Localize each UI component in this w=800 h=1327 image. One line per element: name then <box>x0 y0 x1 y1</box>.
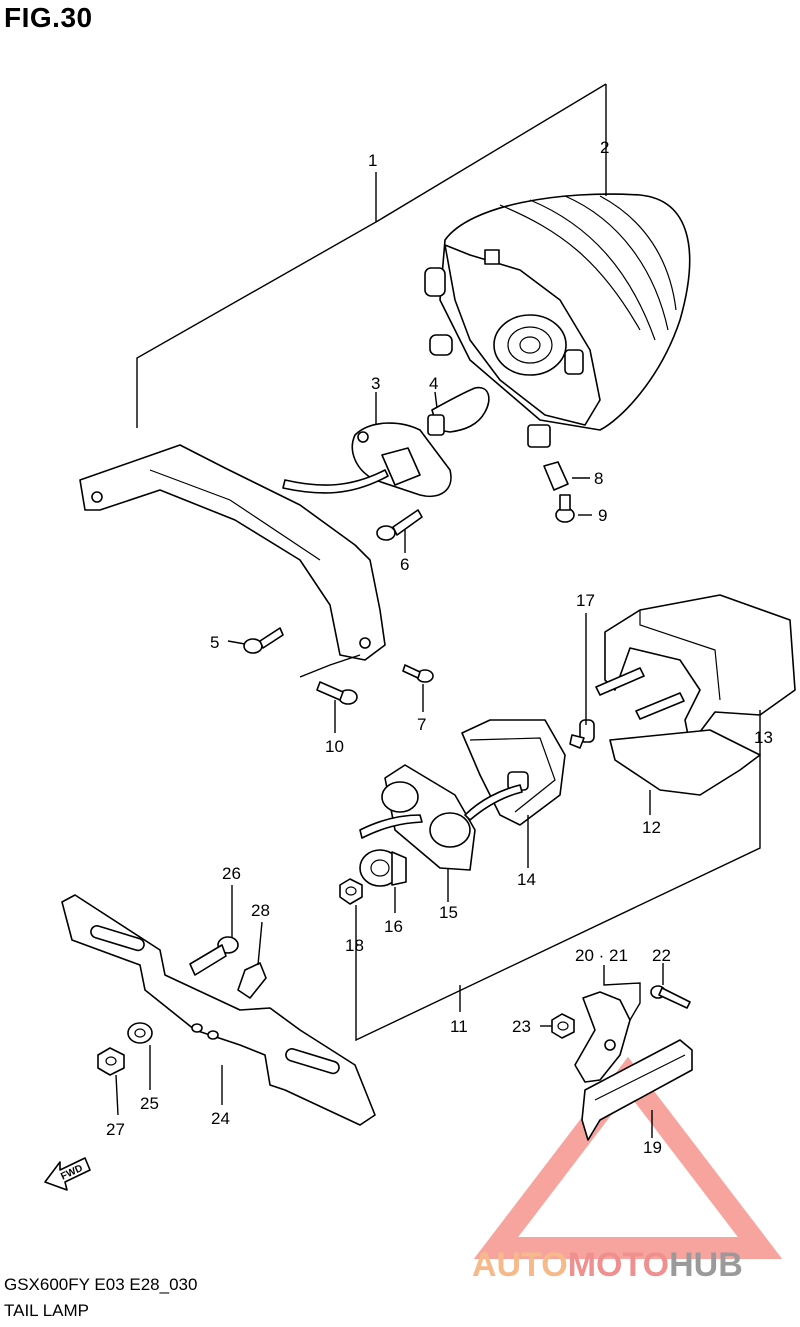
part-number-28: 28 <box>251 901 270 920</box>
gasket-housing <box>359 764 523 871</box>
nut-23 <box>551 1013 575 1039</box>
part-number-7: 7 <box>417 715 426 734</box>
part-number-15: 15 <box>439 903 458 922</box>
part-number-14: 14 <box>517 870 536 889</box>
part-number-26: 26 <box>222 864 241 883</box>
watermark-moto: MOTO <box>568 1246 669 1284</box>
bulb-socket <box>282 422 452 497</box>
reflector-bracket <box>574 991 631 1083</box>
part-number-6: 6 <box>400 555 409 574</box>
part-number-23: 23 <box>512 1017 531 1036</box>
part-number-27: 27 <box>106 1120 125 1139</box>
tail-lamp-housing <box>424 193 691 448</box>
part-number-16: 16 <box>384 917 403 936</box>
washer-25 <box>127 1022 153 1044</box>
spacer-16 <box>359 849 407 887</box>
part-number-11: 11 <box>450 1017 468 1036</box>
license-lamp-socket <box>461 719 566 826</box>
fwd-label: FWD <box>59 1163 84 1183</box>
figure-title: FIG.30 <box>4 2 93 33</box>
screw-7 <box>402 664 434 683</box>
model-code: GSX600FY E03 E28_030 <box>4 1275 198 1294</box>
section-name: TAIL LAMP <box>4 1301 90 1320</box>
watermark-triangle-icon <box>473 1056 783 1259</box>
part-number-24: 24 <box>211 1109 230 1128</box>
part-number-5: 5 <box>210 633 219 652</box>
watermark-hub: HUB <box>669 1246 743 1284</box>
part-number-1: 1 <box>368 151 377 170</box>
license-lamp-lens <box>609 729 761 796</box>
cushion-28 <box>237 962 267 999</box>
license-plate-bracket <box>61 894 376 1126</box>
bolt-26 <box>189 936 239 976</box>
leader-lines <box>115 83 761 1138</box>
part-number-labels: 1 2 3 4 5 6 7 8 9 10 11 12 13 14 15 16 1… <box>106 138 773 1157</box>
part-number-13: 13 <box>754 728 773 747</box>
part-number-22: 22 <box>652 946 671 965</box>
small-bulb <box>569 719 595 749</box>
part-number-19: 19 <box>643 1138 662 1157</box>
part-number-3: 3 <box>371 374 380 393</box>
nut-27 <box>97 1047 125 1076</box>
part-number-25: 25 <box>140 1094 159 1113</box>
nut-18 <box>339 878 363 905</box>
part-number-9: 9 <box>598 506 607 525</box>
part-number-8: 8 <box>594 469 603 488</box>
screw-10 <box>316 681 358 705</box>
screw-9 <box>555 494 575 523</box>
fwd-arrow-icon: FWD <box>44 1157 91 1191</box>
lamp-bracket <box>79 444 386 661</box>
watermark-auto: AUTO <box>472 1246 568 1284</box>
bulb <box>427 386 490 436</box>
part-number-2: 2 <box>600 138 609 157</box>
part-number-17: 17 <box>576 591 595 610</box>
screw-5 <box>243 627 284 654</box>
part-number-20-21: 20 · 21 <box>575 946 628 965</box>
license-lamp-cover <box>595 594 796 746</box>
screw-6 <box>376 509 423 541</box>
watermark-logo: AUTOMOTOHUB <box>472 1056 783 1284</box>
clip-8 <box>543 461 569 491</box>
reflector-screw-22 <box>650 985 691 1009</box>
part-number-4: 4 <box>429 374 438 393</box>
svg-text:AUTOMOTOHUB: AUTOMOTOHUB <box>472 1246 743 1284</box>
part-number-12: 12 <box>642 818 661 837</box>
reflector-19 <box>581 1039 693 1141</box>
part-number-18: 18 <box>345 936 364 955</box>
part-number-10: 10 <box>325 737 344 756</box>
